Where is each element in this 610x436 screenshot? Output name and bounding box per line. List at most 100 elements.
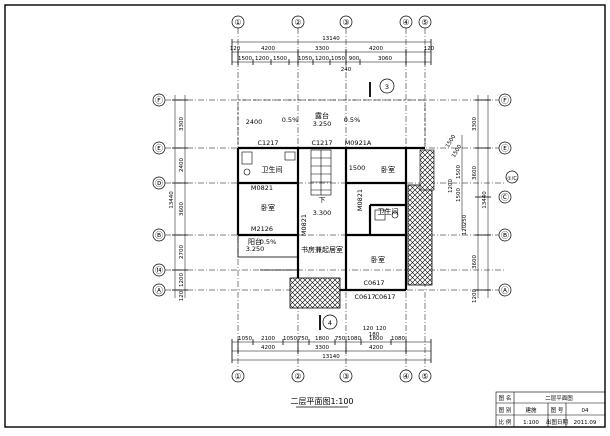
label-slope3: 0.5% — [260, 238, 277, 246]
dim-left-total: 13440 — [169, 191, 175, 209]
dim-top-r2-1: 1200 — [255, 56, 269, 62]
dim-right-in-4: 250 — [462, 214, 468, 225]
label-m0821b: M0821 — [300, 214, 308, 236]
dim-left-1: 2400 — [179, 158, 185, 172]
dim-bot-total: 13140 — [322, 354, 340, 360]
dim-bot-small-2: 180 — [369, 332, 380, 338]
axis-top-4: ④ — [402, 18, 409, 27]
axis-grid-horizontal — [165, 99, 505, 291]
dim-top-r2-4: 1200 — [315, 56, 329, 62]
axis-bottom-1: ① — [234, 372, 241, 381]
dim-bot-r2-1: 3300 — [315, 345, 329, 351]
section-marker-bottom-label: 4 — [328, 319, 332, 327]
dim-top-r1-0: 120 — [230, 46, 241, 52]
masonry-right — [407, 184, 433, 286]
label-slope2: 0.5% — [344, 116, 361, 124]
dim-top-r2-3: 1050 — [298, 56, 312, 62]
label-up: 下 — [319, 196, 326, 204]
dim-top-mid: 240 — [341, 67, 352, 73]
dim-right-in-1: 1500 — [451, 144, 463, 160]
tb-r1c2: 二层平面图 — [545, 394, 573, 402]
dim-bot-small-1: 120 — [376, 326, 387, 332]
dim-right-in-3: 1500 — [456, 188, 462, 202]
drawing-title: 二层平面图1:100 — [290, 397, 353, 406]
label-c0617c: C0617 — [374, 293, 395, 301]
dimensions-right — [461, 95, 491, 298]
masonry-right-top — [419, 149, 435, 191]
tb-r3c3: 出图日期 — [546, 418, 569, 426]
tb-r3c1: 比 例 — [499, 418, 512, 426]
label-c1217b: C1217 — [311, 139, 332, 147]
tb-r2c3: 图 号 — [551, 406, 564, 414]
room-bathroom-left: 卫生间 — [262, 165, 283, 174]
label-m0821c: M0821 — [356, 189, 364, 211]
dim-bot-r2-2: 4200 — [369, 345, 383, 351]
room-family: 书房兼起居室 — [301, 245, 343, 254]
dim-bot-r1-8: 1080 — [391, 336, 405, 342]
tb-r2c4: 04 — [582, 408, 589, 414]
dim-top-r1-1: 4200 — [261, 46, 275, 52]
axis-right-b: Ⓑ — [501, 231, 509, 240]
dim-left-0: 3300 — [179, 117, 185, 131]
axis-left-f: Ⓕ — [155, 96, 163, 105]
room-balcony: 阳台 — [248, 237, 262, 246]
label-level-mid: 3.300 — [313, 209, 332, 217]
room-bedroom-left: 卧室 — [261, 203, 275, 212]
dim-bot-r1-1: 2100 — [261, 336, 275, 342]
axis-left-a: Ⓐ — [155, 286, 163, 295]
axis-top-5: ⑤ — [421, 18, 428, 27]
dim-bot-small-0: 120 — [363, 326, 374, 332]
dim-bot-r1-0: 1050 — [238, 336, 252, 342]
section-marker-top-label: 3 — [385, 83, 389, 91]
label-m0821a: M0821 — [251, 184, 273, 192]
stair — [310, 149, 332, 196]
axis-right-c: Ⓒ — [501, 193, 509, 202]
dim-bot-r1-5: 750 — [335, 336, 346, 342]
label-c1217a: C1217 — [257, 139, 278, 147]
dim-left-3: 2700 — [179, 245, 185, 259]
dim-top-r2-2: 1500 — [273, 56, 287, 62]
axis-bubbles-right: Ⓕ Ⓔ ①/C Ⓒ Ⓑ Ⓐ — [498, 93, 519, 297]
axis-top-3: ③ — [342, 18, 349, 27]
balcony-level: 3.250 — [246, 245, 265, 253]
tb-r3c2: 1:100 — [523, 420, 539, 426]
dim-top-r2-7: 3060 — [378, 56, 392, 62]
dim-right-total: 13440 — [482, 191, 488, 209]
tb-r2c1: 图 别 — [499, 406, 512, 414]
axis-right-e: Ⓔ — [501, 144, 509, 153]
room-bedroom-right: 卧室 — [381, 165, 395, 174]
dim-right-2: 3600 — [472, 255, 478, 269]
axis-bottom-3: ③ — [342, 372, 349, 381]
axis-left-d: Ⓓ — [155, 179, 163, 188]
label-m0921a: M0921A — [345, 139, 372, 147]
dim-right-in-5: 120 — [462, 224, 468, 235]
axis-bubbles-left: Ⓕ Ⓔ Ⓓ Ⓑ ⑭ Ⓐ — [152, 93, 166, 297]
label-slope1: 0.5% — [282, 116, 299, 124]
masonry-bottom-left — [289, 277, 341, 309]
label-c0617a: C0617 — [363, 279, 384, 287]
axis-right-a: Ⓐ — [501, 286, 509, 295]
balcony-lines — [237, 182, 370, 271]
dim-right-1: 3600 — [472, 166, 478, 180]
dim-top-r1-3: 4200 — [369, 46, 383, 52]
dim-top-r2-6: 900 — [349, 56, 360, 62]
axis-bubbles-top: ① ② ③ ④ ⑤ — [231, 15, 432, 29]
dimensions-top — [231, 39, 432, 65]
section-marker-bottom: 4 — [319, 314, 338, 330]
axis-right-1c: ①/C — [507, 176, 517, 182]
axis-left-b: Ⓑ — [155, 231, 163, 240]
axis-bottom-4: ④ — [402, 372, 409, 381]
room-bedroom-bottom: 卧室 — [371, 255, 385, 264]
room-bathroom-right: 卫生间 — [378, 207, 399, 216]
axis-left-14: ⑭ — [155, 266, 163, 275]
dim-bot-r1-7: 1800 — [369, 336, 383, 342]
axis-top-2: ② — [294, 18, 301, 27]
dim-top-total: 13140 — [322, 36, 340, 42]
terrace-outline — [237, 99, 426, 149]
axis-bubbles-bottom: ① ② ③ ④ ⑤ — [231, 369, 432, 383]
tb-r2c2: 建施 — [525, 406, 537, 414]
dim-right-in-6: 1200 — [448, 179, 454, 193]
tb-r1c1: 图 名 — [499, 394, 512, 402]
